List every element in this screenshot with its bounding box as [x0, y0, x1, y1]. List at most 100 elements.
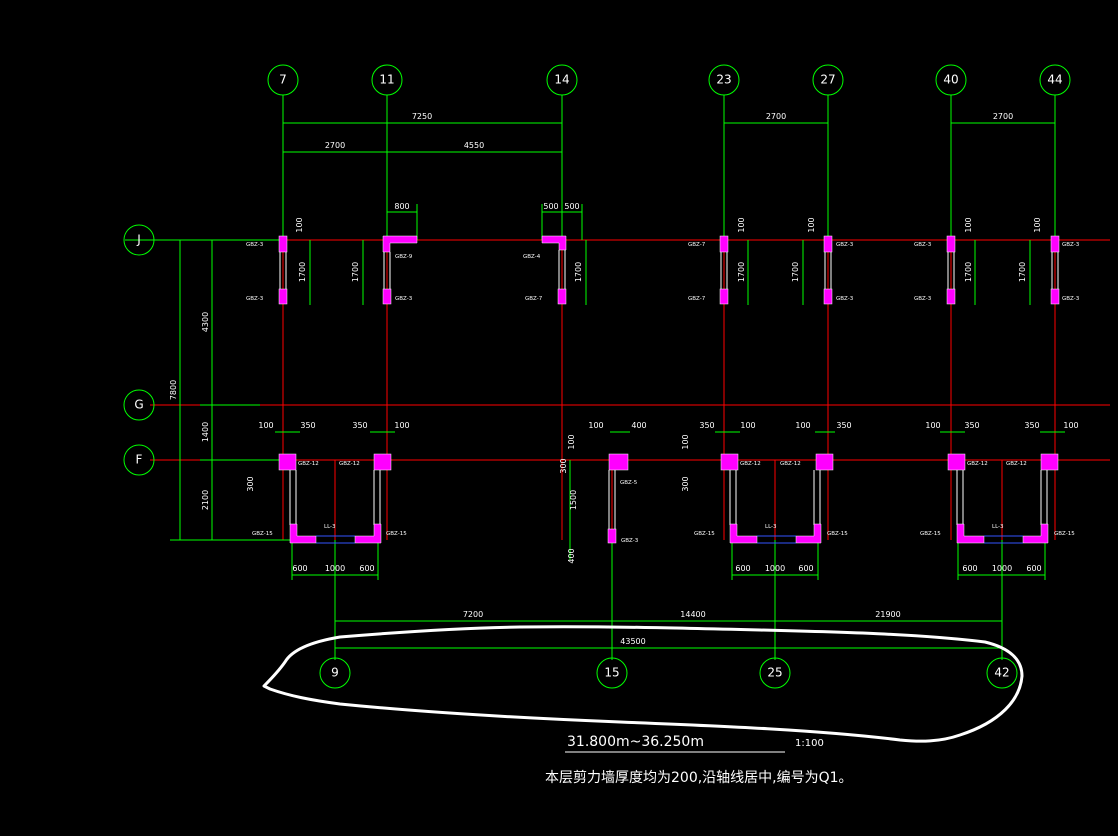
dim-1700: 1700 [1018, 262, 1027, 282]
dim-100: 100 [925, 421, 940, 430]
column-label: GBZ-3 [395, 296, 413, 302]
axis-label-15: 15 [604, 666, 619, 680]
axis-label-14: 14 [554, 73, 569, 87]
dim-400: 400 [631, 421, 646, 430]
axis-label-J: J [136, 233, 141, 247]
axis-lines [150, 239, 1110, 540]
dim-800: 800 [394, 202, 409, 211]
dim-1000: 1000 [992, 564, 1012, 573]
boundary-columns [278, 235, 1060, 544]
dim-600: 600 [1026, 564, 1041, 573]
column-label: GBZ-15 [252, 531, 273, 537]
axis-label-25: 25 [767, 666, 782, 680]
dimension-lines [125, 95, 1065, 660]
dim-500: 500 [564, 202, 579, 211]
dim-300: 300 [681, 476, 690, 491]
dim-100: 100 [1033, 217, 1042, 232]
column-label: GBZ-7 [688, 296, 706, 302]
drawing-scale: 1:100 [795, 738, 824, 749]
column-label: GBZ-12 [740, 461, 761, 467]
beam-label: LL-3 [992, 524, 1004, 530]
column-label: GBZ-15 [1054, 531, 1075, 537]
column-label: GBZ-15 [694, 531, 715, 537]
dim-300: 300 [559, 458, 568, 473]
column-label: GBZ-12 [298, 461, 319, 467]
column-label: GBZ-7 [688, 242, 706, 248]
beam-label: LL-3 [765, 524, 777, 530]
axis-label-G: G [134, 398, 143, 412]
column-label: GBZ-5 [620, 480, 638, 486]
elevation-range: 31.800m~36.250m [567, 734, 704, 750]
dim-4300: 4300 [201, 312, 210, 332]
dim-600: 600 [292, 564, 307, 573]
column-label: GBZ-15 [827, 531, 848, 537]
column-label: GBZ-7 [525, 296, 543, 302]
dim-1000: 1000 [325, 564, 345, 573]
dim-7800: 7800 [169, 380, 178, 400]
dim-350: 350 [300, 421, 315, 430]
dim-350: 350 [964, 421, 979, 430]
column-label: GBZ-9 [395, 254, 413, 260]
dim-600: 600 [359, 564, 374, 573]
axis-label-27: 27 [820, 73, 835, 87]
axis-bubbles [123, 64, 1071, 689]
axis-label-44: 44 [1047, 73, 1062, 87]
column-label: GBZ-12 [967, 461, 988, 467]
dim-100: 100 [795, 421, 810, 430]
column-label: GBZ-3 [621, 538, 639, 544]
dim-1700: 1700 [791, 262, 800, 282]
dim-100: 100 [394, 421, 409, 430]
column-label: GBZ-12 [339, 461, 360, 467]
axis-label-42: 42 [994, 666, 1009, 680]
column-label: GBZ-3 [914, 296, 932, 302]
dim-400: 400 [567, 548, 576, 563]
dim-100: 100 [807, 217, 816, 232]
dim-21900: 21900 [875, 610, 900, 619]
column-label: GBZ-12 [1006, 461, 1027, 467]
dim-100: 100 [1063, 421, 1078, 430]
column-label: GBZ-3 [836, 296, 854, 302]
column-label: GBZ-15 [386, 531, 407, 537]
column-label: GBZ-12 [780, 461, 801, 467]
dim-600: 600 [735, 564, 750, 573]
column-label: GBZ-4 [523, 254, 541, 260]
beam-label: LL-3 [324, 524, 336, 530]
dim-100: 100 [258, 421, 273, 430]
freehand-annotation [262, 625, 1024, 743]
dim-43500: 43500 [620, 637, 645, 646]
dim-1700: 1700 [737, 262, 746, 282]
coupling-beams [316, 535, 1023, 544]
dim-4550: 4550 [464, 141, 484, 150]
dim-7200: 7200 [463, 610, 483, 619]
dim-100: 100 [295, 217, 304, 232]
wall-outlines [279, 250, 1059, 530]
dim-2700: 2700 [325, 141, 345, 150]
dim-2100: 2100 [201, 490, 210, 510]
dim-1000: 1000 [765, 564, 785, 573]
dim-300: 300 [246, 476, 255, 491]
axis-label-7: 7 [279, 73, 287, 87]
column-label: GBZ-3 [1062, 296, 1080, 302]
axis-label-9: 9 [331, 666, 339, 680]
dim-1400: 1400 [201, 422, 210, 442]
dim-1700: 1700 [298, 262, 307, 282]
column-label: GBZ-3 [246, 242, 264, 248]
dim-350: 350 [1024, 421, 1039, 430]
dim-100: 100 [737, 217, 746, 232]
dim-100: 100 [567, 434, 576, 449]
column-label: GBZ-3 [914, 242, 932, 248]
axis-label-11: 11 [379, 73, 394, 87]
dim-100: 100 [964, 217, 973, 232]
dim-350: 350 [699, 421, 714, 430]
dim-500: 500 [543, 202, 558, 211]
dim-600: 600 [962, 564, 977, 573]
column-label: GBZ-3 [1062, 242, 1080, 248]
dim-7250: 7250 [412, 112, 432, 121]
column-label: GBZ-3 [246, 296, 264, 302]
dim-2700: 2700 [993, 112, 1013, 121]
dim-2700: 2700 [766, 112, 786, 121]
column-label: GBZ-3 [836, 242, 854, 248]
dim-1700: 1700 [964, 262, 973, 282]
dim-350: 350 [352, 421, 367, 430]
dim-100: 100 [681, 434, 690, 449]
